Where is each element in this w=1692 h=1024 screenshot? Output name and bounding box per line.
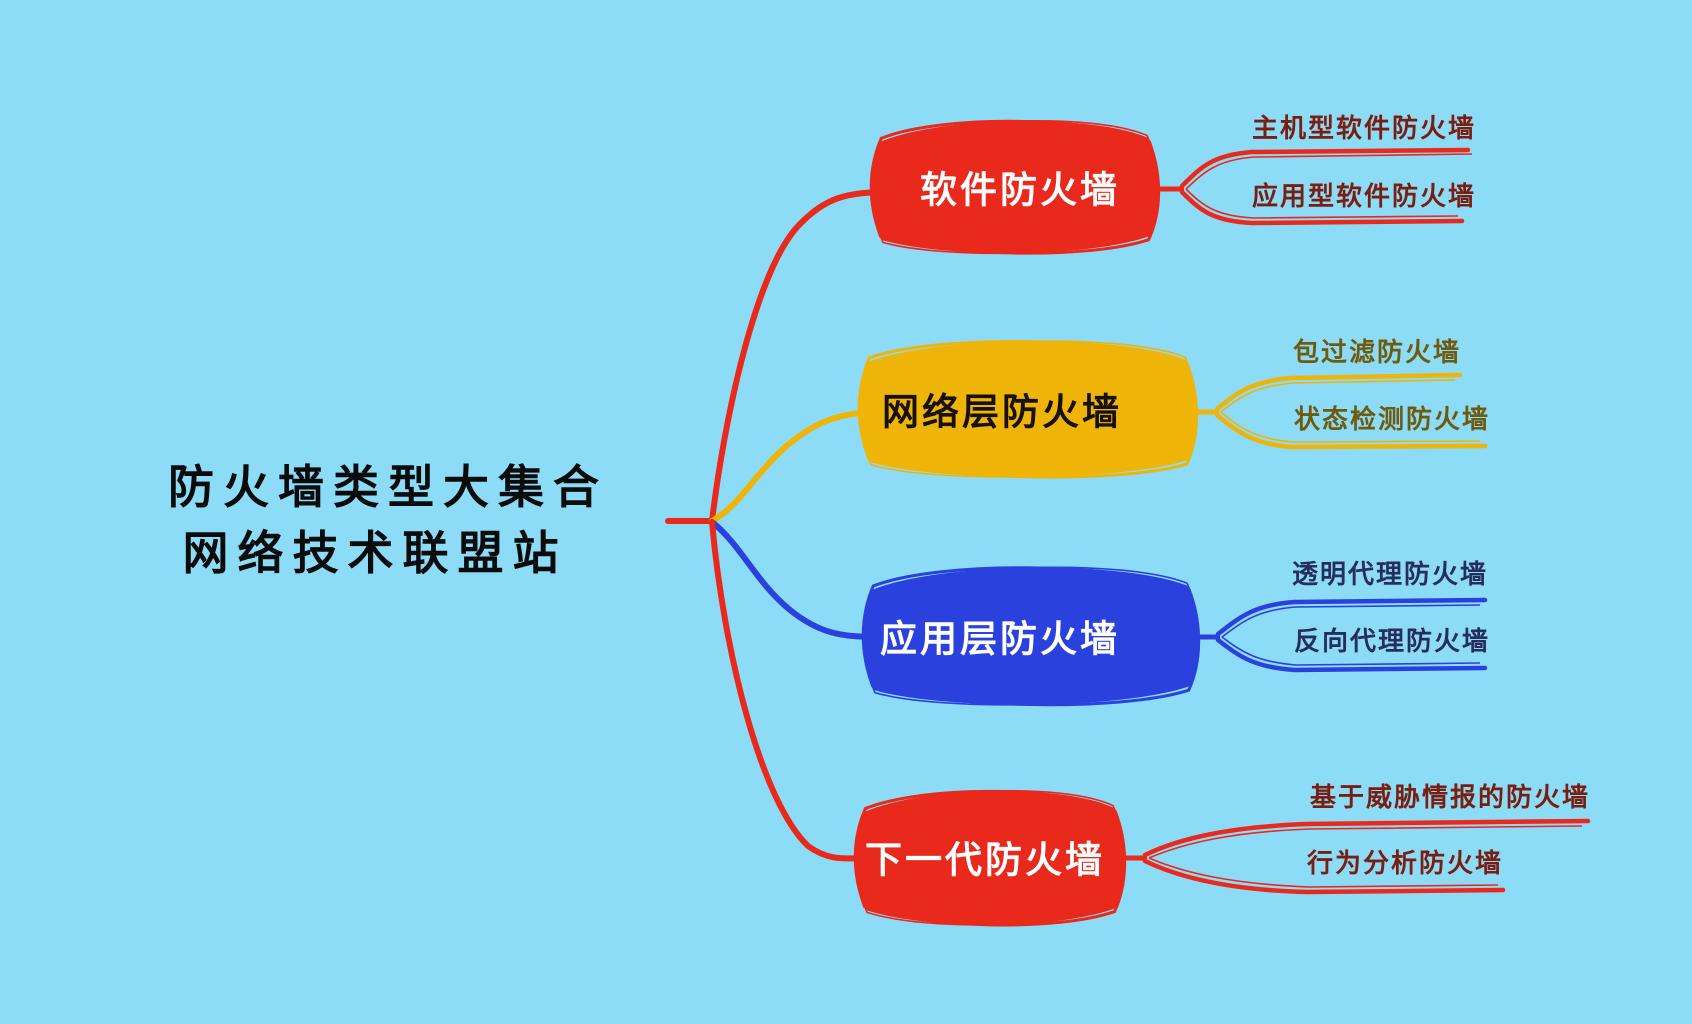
connector-application-layer-firewall (709, 519, 883, 640)
root-topic-line1[interactable]: 防火墙类型大集合 (168, 461, 608, 513)
child-packet-filter-firewall[interactable]: 包过滤防火墙 (1292, 337, 1462, 367)
child-connectors-next-gen-firewall (1122, 818, 1591, 895)
child-connectors-network-layer-firewall (1195, 372, 1488, 450)
connector-network-layer-firewall (709, 409, 883, 524)
child-connectors-application-layer-firewall (1195, 597, 1488, 673)
child-stateful-inspection-firewall[interactable]: 状态检测防火墙 (1293, 404, 1491, 434)
node-label-network-layer-firewall[interactable]: 网络层防火墙 (882, 391, 1122, 433)
child-application-software-firewall[interactable]: 应用型软件防火墙 (1251, 181, 1477, 211)
node-label-software-firewall[interactable]: 软件防火墙 (920, 169, 1120, 211)
connector-software-firewall (709, 189, 893, 524)
child-host-software-firewall[interactable]: 主机型软件防火墙 (1251, 113, 1477, 143)
node-label-application-layer-firewall[interactable]: 应用层防火墙 (880, 618, 1120, 660)
root-topic-line2[interactable]: 网络技术联盟站 (182, 527, 568, 579)
node-label-next-gen-firewall[interactable]: 下一代防火墙 (865, 839, 1105, 881)
child-behavior-analysis-firewall[interactable]: 行为分析防火墙 (1306, 848, 1504, 878)
child-reverse-proxy-firewall[interactable]: 反向代理防火墙 (1293, 626, 1491, 656)
child-transparent-proxy-firewall[interactable]: 透明代理防火墙 (1291, 559, 1489, 589)
child-connectors-software-firewall (1157, 147, 1473, 226)
connector-next-gen-firewall (709, 519, 875, 862)
child-threat-intel-firewall[interactable]: 基于威胁情报的防火墙 (1309, 782, 1591, 812)
